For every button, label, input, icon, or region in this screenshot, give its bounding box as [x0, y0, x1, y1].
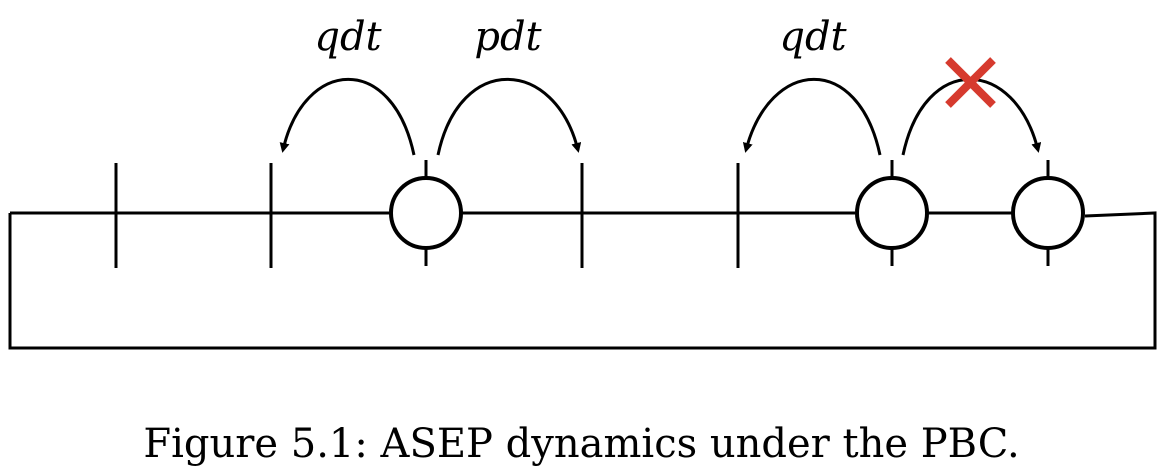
curved-arrow-icon — [279, 78, 416, 156]
left-hop-rate-label: qdt — [779, 14, 847, 60]
cross-mark-icon — [945, 57, 996, 108]
curved-arrow-icon — [436, 77, 582, 156]
curved-arrow-icon — [742, 78, 882, 156]
figure-caption: Figure 5.1: ASEP dynamics under the PBC. — [143, 421, 1020, 467]
curved-arrow-icon — [901, 77, 1042, 156]
asep-diagram: qdt pdt qdt — [8, 14, 1157, 350]
circle-particle-icon — [1011, 176, 1085, 250]
left-hop-rate-label: qdt — [314, 14, 382, 60]
periodic-boundary-loop — [8, 211, 1157, 350]
circle-particle-icon — [389, 176, 463, 250]
right-hop-rate-label: pdt — [474, 14, 542, 60]
circle-particle-icon — [855, 176, 929, 250]
